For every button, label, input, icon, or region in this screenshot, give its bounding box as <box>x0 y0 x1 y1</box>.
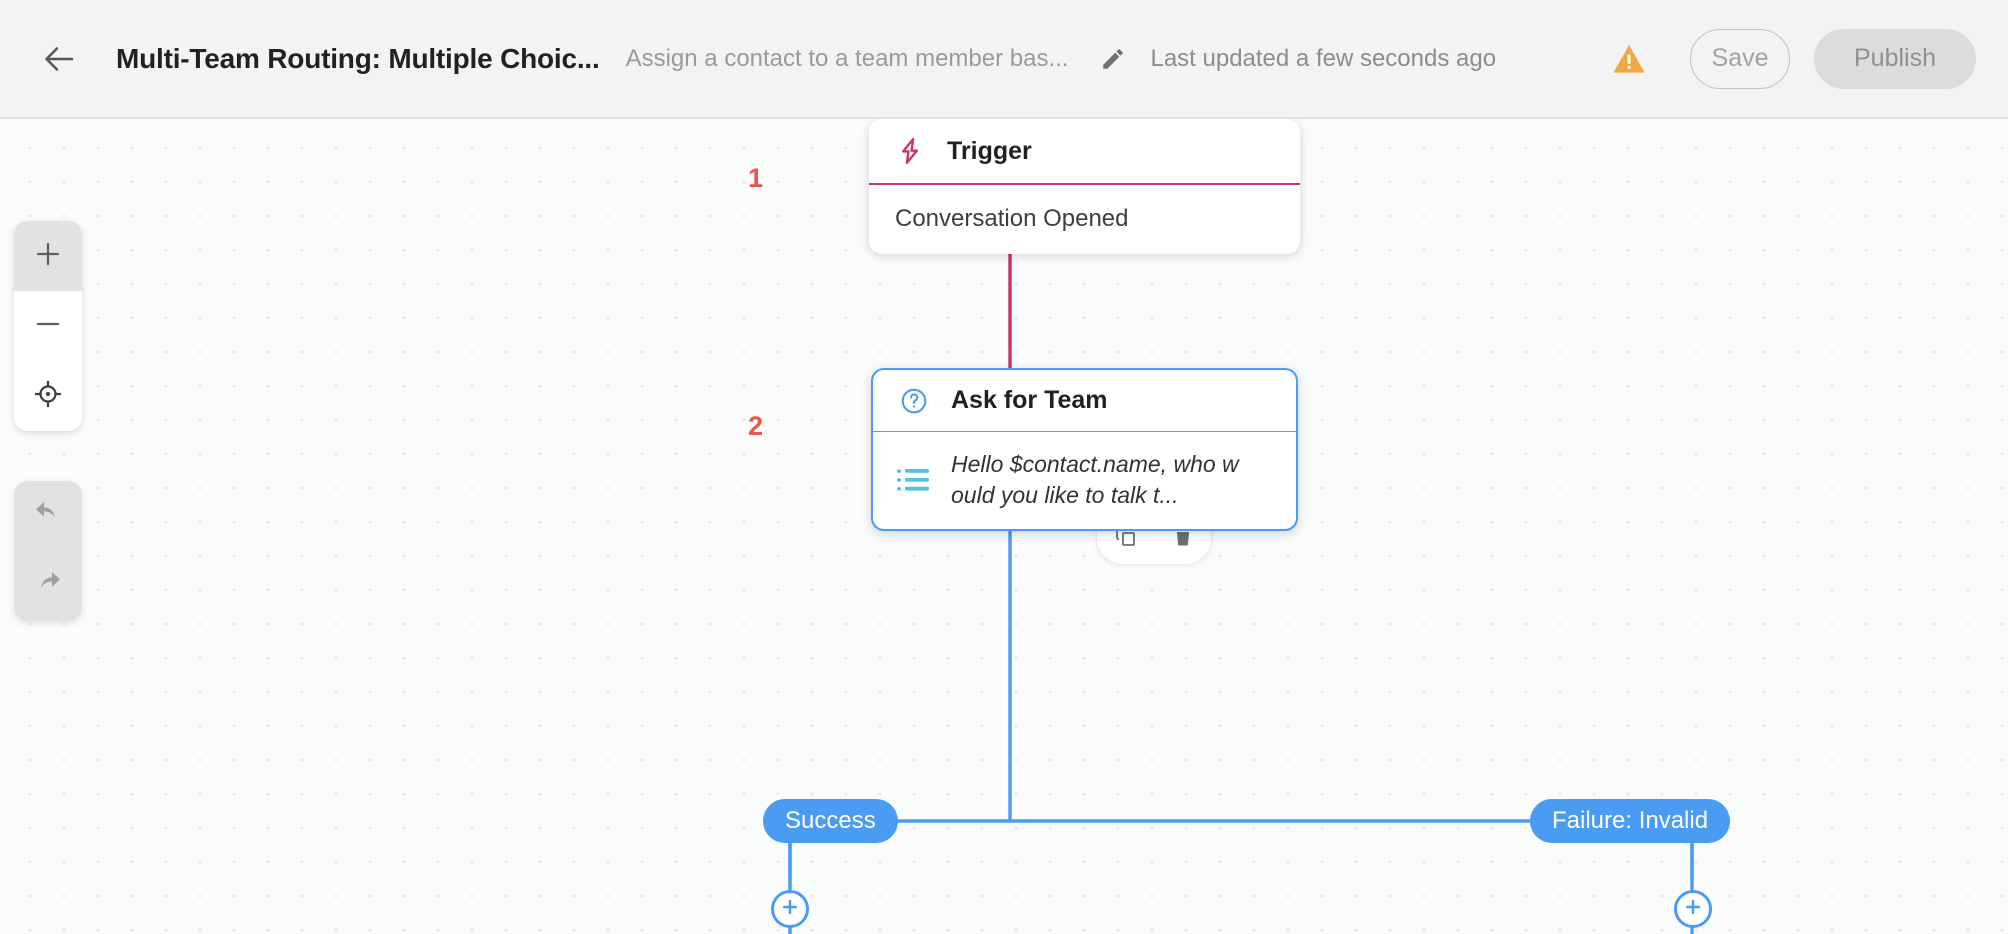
minus-icon <box>33 309 63 344</box>
zoom-controls-panel <box>14 221 82 431</box>
node-trigger[interactable]: Trigger Conversation Opened <box>869 119 1300 254</box>
node-ask-header: Ask for Team <box>873 370 1296 432</box>
publish-button[interactable]: Publish <box>1814 28 1976 89</box>
node-trigger-body-text: Conversation Opened <box>895 204 1129 232</box>
arrow-left-icon <box>42 41 78 77</box>
node-ask-title: Ask for Team <box>951 386 1108 414</box>
page-title[interactable]: Multi-Team Routing: Multiple Choic... <box>116 42 600 74</box>
plus-circle-icon <box>1683 897 1703 922</box>
node-trigger-body: Conversation Opened <box>869 185 1300 252</box>
undo-button[interactable] <box>14 481 82 551</box>
node-ask-body-text: Hello $contact.name, who would you like … <box>951 451 1239 508</box>
plus-icon <box>33 239 63 274</box>
question-circle-icon <box>899 386 929 416</box>
node-ask-body: Hello $contact.name, who would you like … <box>873 432 1296 528</box>
add-step-button-success-branch[interactable] <box>771 890 809 928</box>
branch-label-failure[interactable]: Failure: Invalid <box>1530 799 1731 843</box>
node-trigger-title: Trigger <box>947 136 1032 165</box>
crosshair-target-icon <box>33 379 63 414</box>
node-trigger-header: Trigger <box>869 119 1300 185</box>
history-controls-panel <box>14 481 82 621</box>
back-button[interactable] <box>34 33 86 85</box>
step-number-2: 2 <box>748 411 764 441</box>
flow-description[interactable]: Assign a contact to a team member bas... <box>625 44 1069 72</box>
undo-arrow-icon <box>32 498 64 535</box>
branch-label-success[interactable]: Success <box>763 799 898 843</box>
redo-button[interactable] <box>14 551 82 621</box>
save-button[interactable]: Save <box>1690 28 1790 89</box>
list-icon <box>897 467 931 493</box>
add-step-button-failure-branch[interactable] <box>1674 890 1712 928</box>
redo-arrow-icon <box>32 568 64 605</box>
app-header: Multi-Team Routing: Multiple Choic... As… <box>0 0 2008 119</box>
recenter-button[interactable] <box>14 361 82 431</box>
lightning-bolt-icon <box>895 136 925 166</box>
pencil-icon[interactable] <box>1100 46 1126 72</box>
last-updated-group: Last updated a few seconds ago <box>1100 45 1496 73</box>
step-number-1: 1 <box>748 163 764 193</box>
zoom-out-button[interactable] <box>14 291 82 361</box>
last-updated-text: Last updated a few seconds ago <box>1150 44 1497 72</box>
warning-triangle-icon[interactable] <box>1612 43 1646 75</box>
node-ask-for-team[interactable]: Ask for Team Hello $contact.name, who wo… <box>871 368 1298 531</box>
plus-circle-icon <box>780 897 800 922</box>
zoom-in-button[interactable] <box>14 221 82 291</box>
flow-canvas[interactable]: 1 2 Trigger Conversation Opened <box>0 119 2008 934</box>
